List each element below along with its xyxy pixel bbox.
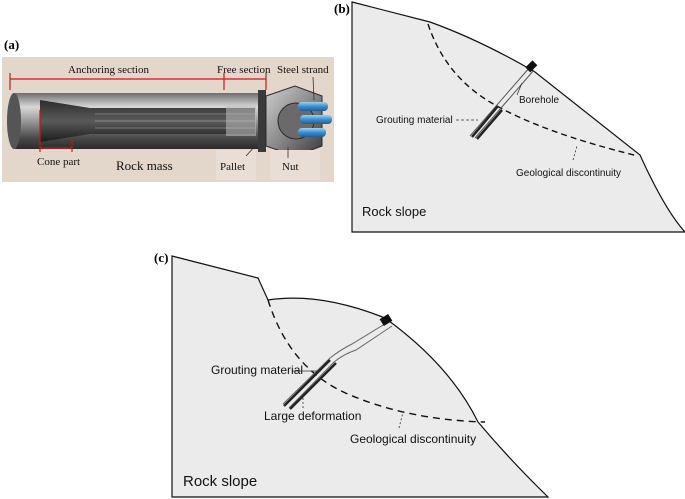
borehole-label: Borehole <box>519 95 559 106</box>
cone-part-label: Cone part <box>37 156 80 168</box>
grouting-material-label-c: Grouting material <box>211 363 303 377</box>
rock-slope-label-b: Rock slope <box>362 204 426 219</box>
rock-slope-label-c: Rock slope <box>183 473 257 490</box>
panel-c: (c) Grouting material Large deformation … <box>154 250 550 498</box>
discontinuity-curve-c <box>267 299 486 423</box>
panel-b: (b) Borehole Grouting material Geologica… <box>334 1 685 233</box>
free-section-label: Free section <box>217 64 271 76</box>
steel-strand-label: Steel strand <box>277 64 329 76</box>
panel-b-label: (b) <box>334 1 350 16</box>
anchoring-section-label: Anchoring section <box>68 64 149 76</box>
free-section-dimension <box>224 73 267 90</box>
steel-strand-1 <box>298 102 328 111</box>
panel-a-label: (a) <box>4 37 19 52</box>
steel-strand-3 <box>298 128 326 137</box>
anchor-head-c <box>379 313 393 327</box>
discontinuity-label-b: Geological discontinuity <box>516 168 621 179</box>
rock-mass-label: Rock mass <box>116 158 173 173</box>
large-deformation-label: Large deformation <box>264 409 361 423</box>
anchor-head-b <box>525 60 538 73</box>
steel-strand-2 <box>300 115 332 124</box>
anchoring-section-dimension <box>9 73 225 90</box>
grouting-material-label-b: Grouting material <box>376 115 453 126</box>
panel-a: (a) Anchoring section Free section Steel… <box>2 37 334 182</box>
anchor-end-cap <box>7 93 21 149</box>
panel-c-label: (c) <box>154 250 168 265</box>
anchor-b <box>469 60 538 140</box>
pallet-label: Pallet <box>220 161 245 173</box>
nut-label: Nut <box>282 161 299 173</box>
pallet <box>258 90 266 152</box>
cone-part-dimension <box>39 110 73 152</box>
free-section-mesh <box>226 106 256 136</box>
rock-slope-c <box>171 255 550 498</box>
anchor-body <box>7 93 262 149</box>
anchor-c <box>282 313 393 410</box>
discontinuity-curve-b <box>427 23 639 157</box>
steel-strands <box>298 76 332 137</box>
discontinuity-label-c: Geological discontinuity <box>350 432 476 446</box>
